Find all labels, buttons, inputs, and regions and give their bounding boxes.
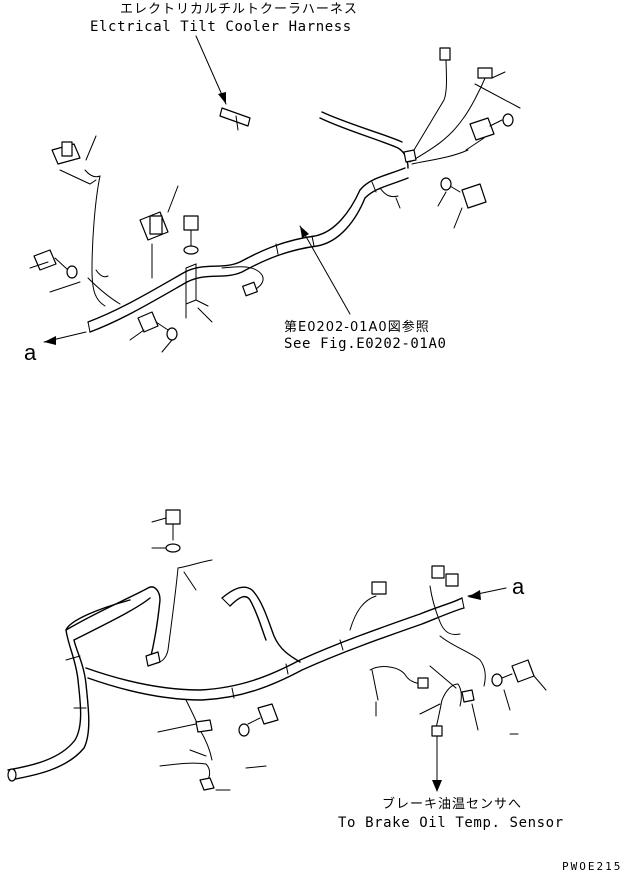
top-harness-label-en: Elctrical Tilt Cooler Harness (90, 19, 352, 35)
reference-label-en: See Fig.E0202-01A0 (284, 336, 447, 352)
drawing-code: PWOE215 (562, 860, 622, 873)
sensor-label-jp: ブレーキ油温センサへ (382, 796, 522, 812)
arrow-a-label-bottom: a (512, 574, 525, 599)
arrow-a-label-top: a (24, 340, 37, 365)
top-harness-label-jp: エレクトリカルチルトクーラハーネス (120, 2, 358, 17)
top-harness-assembly (29, 35, 521, 353)
sensor-label-en: To Brake Oil Temp. Sensor (338, 815, 564, 831)
reference-label-jp: 第E0202-01A0図参照 (284, 319, 430, 335)
bottom-harness-assembly (7, 509, 547, 792)
